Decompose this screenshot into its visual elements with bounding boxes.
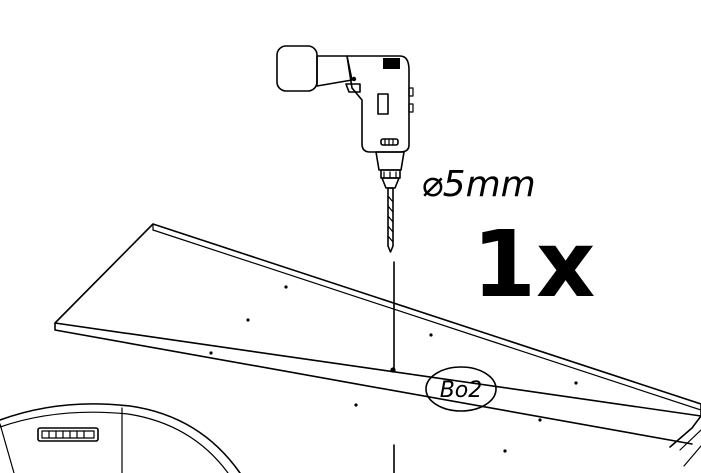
hole-dot xyxy=(429,333,433,337)
drill-bit-diameter-label: ⌀5mm xyxy=(421,164,536,205)
panel-hole-dots xyxy=(209,285,578,453)
callout-edge-line xyxy=(0,423,15,473)
panel-back-edge xyxy=(152,229,701,411)
drill-trigger xyxy=(345,83,361,93)
hole-dot xyxy=(246,318,250,322)
drill-indicator xyxy=(351,76,357,82)
hole-dot xyxy=(209,351,213,355)
panel-right-end xyxy=(669,415,701,448)
callout-connector-inner xyxy=(41,430,95,439)
drill-chuck-top xyxy=(375,151,405,171)
drill-side-button xyxy=(408,87,414,97)
part-label-text: Bo2 xyxy=(440,378,483,403)
hole-dot xyxy=(284,285,288,289)
drill-chuck-tip xyxy=(381,177,400,189)
callout-inner-arc xyxy=(0,411,229,473)
drill-label-plate xyxy=(383,58,400,69)
part-label-badge: Bo2 xyxy=(425,366,497,412)
panel-right-end-2 xyxy=(679,429,701,451)
drill-battery xyxy=(276,45,318,92)
panel-front-edge xyxy=(54,322,693,445)
callout-connector-part xyxy=(37,427,99,442)
quantity-label: 1x xyxy=(472,211,595,318)
hole-dot xyxy=(354,403,358,407)
drill-body xyxy=(346,55,410,153)
drill-side-button xyxy=(408,103,414,113)
callout-outer-arc xyxy=(0,403,241,473)
hole-dot xyxy=(503,449,507,453)
hole-dot xyxy=(574,381,578,385)
panel-right-end-3 xyxy=(683,445,701,467)
panel-board xyxy=(54,223,701,467)
drill-handle xyxy=(316,55,353,87)
magnifier-callout xyxy=(0,403,241,473)
drill-target-hole xyxy=(390,367,396,373)
panel-top-face xyxy=(54,223,701,417)
drill-switch xyxy=(377,93,389,115)
drill-bit-flutes xyxy=(387,195,394,243)
hole-dot xyxy=(538,418,542,422)
part-label-ellipse xyxy=(425,366,497,412)
cordless-drill-icon xyxy=(276,45,414,253)
